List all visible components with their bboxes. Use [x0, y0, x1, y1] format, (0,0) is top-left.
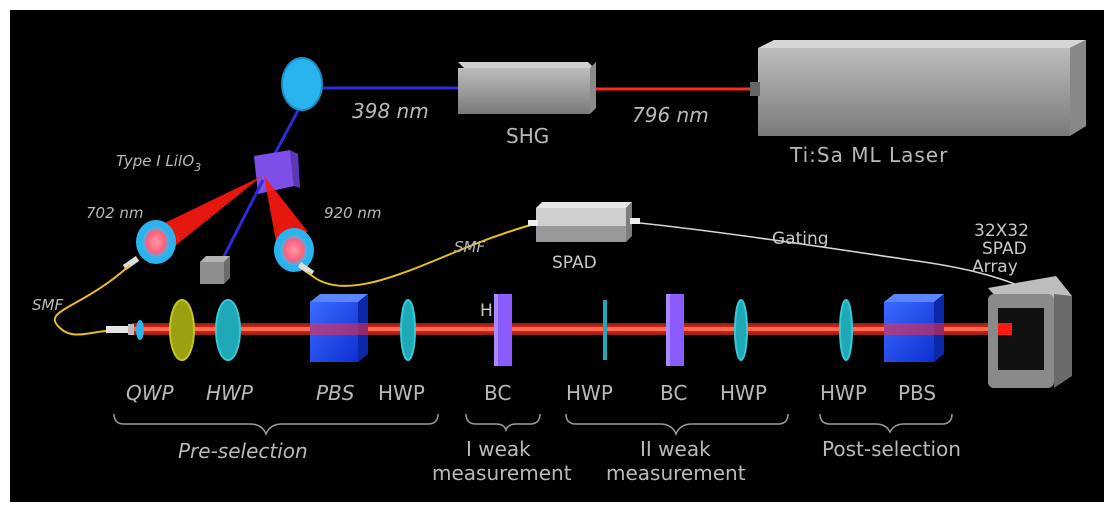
label-smf-left: SMF	[32, 296, 63, 314]
label-array-2: SPAD	[982, 239, 1027, 259]
setup-diagram: 398 nm 796 nm SHG Ti:Sa ML Laser Type I …	[10, 10, 1104, 502]
setup-svg: 398 nm 796 nm SHG Ti:Sa ML Laser Type I …	[32, 40, 1086, 485]
label-qwp: QWP	[126, 381, 175, 405]
label-pbs-2: PBS	[898, 381, 936, 405]
bc-crystal-2	[666, 294, 684, 366]
label-spad: SPAD	[552, 253, 597, 273]
label-weak2-line1: II weak	[640, 437, 711, 461]
label-array-3: Array	[972, 257, 1018, 277]
shg-box	[458, 62, 596, 114]
label-pbs-1: PBS	[316, 381, 355, 405]
label-smf-top: SMF	[454, 238, 485, 256]
qwp-plate	[169, 299, 195, 361]
hwp-plate-5	[839, 299, 853, 361]
label-702nm: 702 nm	[86, 204, 144, 222]
pbs-cube-1	[310, 294, 368, 362]
bracket-weak1	[465, 413, 541, 433]
gating-cable	[629, 221, 1021, 287]
label-post-selection: Post-selection	[822, 437, 961, 461]
label-crystal: Type I LiIO3	[116, 152, 201, 174]
label-hwp-1: HWP	[206, 381, 254, 405]
label-bc-1: BC	[484, 381, 511, 405]
label-hwp-2: HWP	[378, 381, 425, 405]
bracket-pre	[113, 413, 439, 437]
fiber-to-spad	[307, 223, 535, 287]
cone-920	[264, 176, 308, 242]
label-bc-2: BC	[660, 381, 687, 405]
coupler-920	[274, 228, 315, 277]
laser-box	[750, 40, 1086, 136]
label-hwp-5: HWP	[820, 381, 867, 405]
mirror	[281, 57, 323, 111]
label-gating: Gating	[772, 229, 829, 249]
spad-box	[528, 202, 640, 242]
bracket-post	[819, 413, 953, 434]
label-weak1-line1: I weak	[466, 437, 531, 461]
label-laser: Ti:Sa ML Laser	[789, 143, 948, 167]
spad-array-camera	[988, 276, 1072, 388]
label-array-1: 32X32	[974, 221, 1029, 241]
pbs-cube-2	[884, 294, 944, 362]
label-hidden-h: H	[480, 301, 493, 321]
bc-crystal-1	[494, 294, 512, 366]
label-weak2-line2: measurement	[606, 461, 746, 485]
label-shg: SHG	[506, 124, 549, 148]
hwp-plate-4	[734, 299, 748, 361]
label-920nm: 920 nm	[324, 204, 382, 222]
lens-small	[136, 320, 144, 340]
fiber-left	[53, 264, 131, 336]
hwp-plate-1	[215, 299, 241, 361]
label-pre-selection: Pre-selection	[178, 439, 308, 463]
nonlinear-crystal	[254, 150, 300, 194]
label-398nm: 398 nm	[352, 99, 429, 123]
beam-dump	[200, 256, 230, 284]
bracket-weak2	[565, 413, 789, 437]
label-weak1-line2: measurement	[432, 461, 572, 485]
collimator	[106, 324, 134, 335]
blue-pump-dump	[216, 179, 265, 269]
label-hwp-4: HWP	[720, 381, 767, 405]
label-hwp-3: HWP	[566, 381, 613, 405]
coupler-702	[122, 220, 176, 271]
label-796nm: 796 nm	[632, 103, 709, 127]
hwp-plate-3	[603, 300, 607, 360]
hwp-plate-2	[400, 299, 416, 361]
